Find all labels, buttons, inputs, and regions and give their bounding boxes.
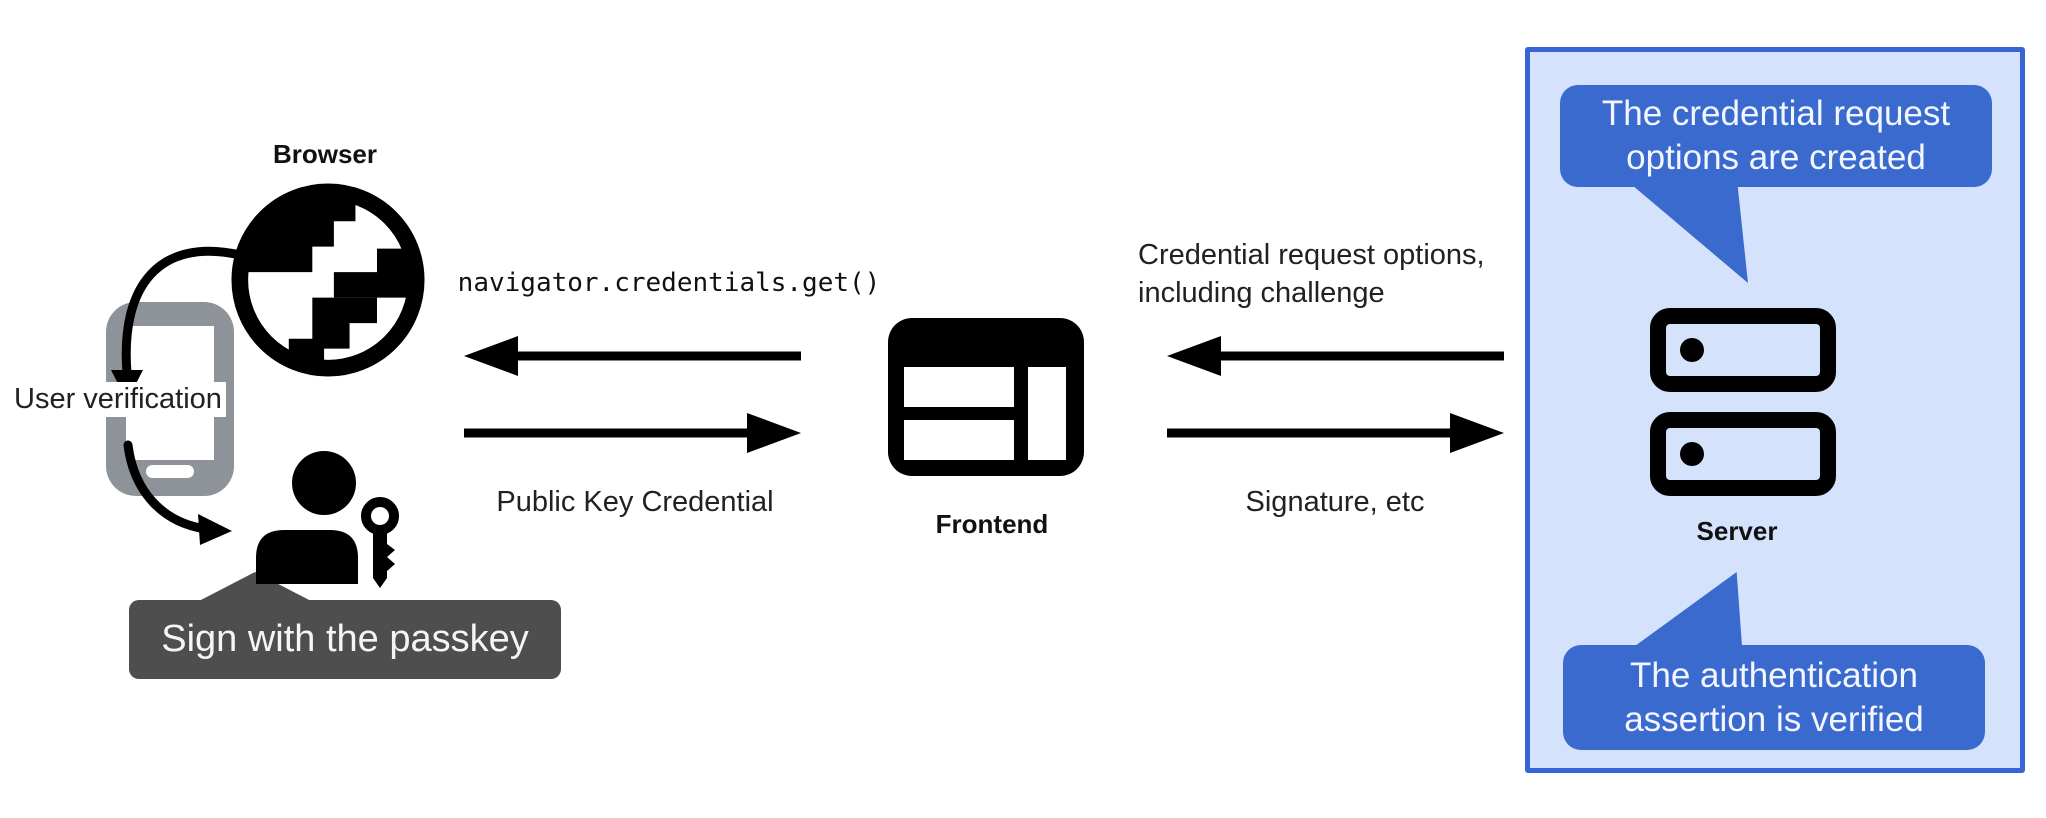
bubble-assertion-verified: The authentication assertion is verified — [1563, 645, 1985, 750]
navigator-get-call-text: navigator.credentials.get() — [457, 268, 881, 298]
server-label: Server — [1696, 516, 1778, 546]
bubble-bottom-line1: The authentication — [1630, 655, 1918, 695]
credential-request-options-line2: including challenge — [1138, 277, 1385, 309]
arrow-server-to-frontend — [1167, 336, 1504, 376]
bubble-top-line2: options are created — [1626, 138, 1926, 177]
credential-request-options-line1: Credential request options, — [1138, 239, 1485, 271]
user-verification-label: User verification — [10, 382, 226, 417]
browser-label: Browser — [272, 139, 378, 169]
frontend-window-icon — [888, 318, 1084, 476]
sign-passkey-tooltip-text: Sign with the passkey — [161, 618, 529, 660]
bubble-credential-request-created: The credential request options are creat… — [1560, 85, 1992, 187]
bubble-bottom-line2: assertion is verified — [1624, 699, 1924, 739]
arrow-frontend-to-server — [1167, 413, 1504, 453]
user-passkey-icon — [256, 451, 399, 588]
frontend-label: Frontend — [935, 509, 1049, 539]
arrow-browser-to-frontend — [464, 413, 801, 453]
bubble-top-line1: The credential request — [1601, 94, 1951, 133]
sign-passkey-tooltip: Sign with the passkey — [129, 600, 561, 679]
server-icon — [1650, 308, 1836, 496]
arrow-frontend-to-browser — [464, 336, 801, 376]
credential-request-options-label: Credential request options, including ch… — [1138, 236, 1485, 312]
signature-etc-label: Signature, etc — [1245, 486, 1425, 518]
globe-browser-icon — [231, 183, 425, 377]
public-key-credential-label: Public Key Credential — [496, 486, 774, 518]
